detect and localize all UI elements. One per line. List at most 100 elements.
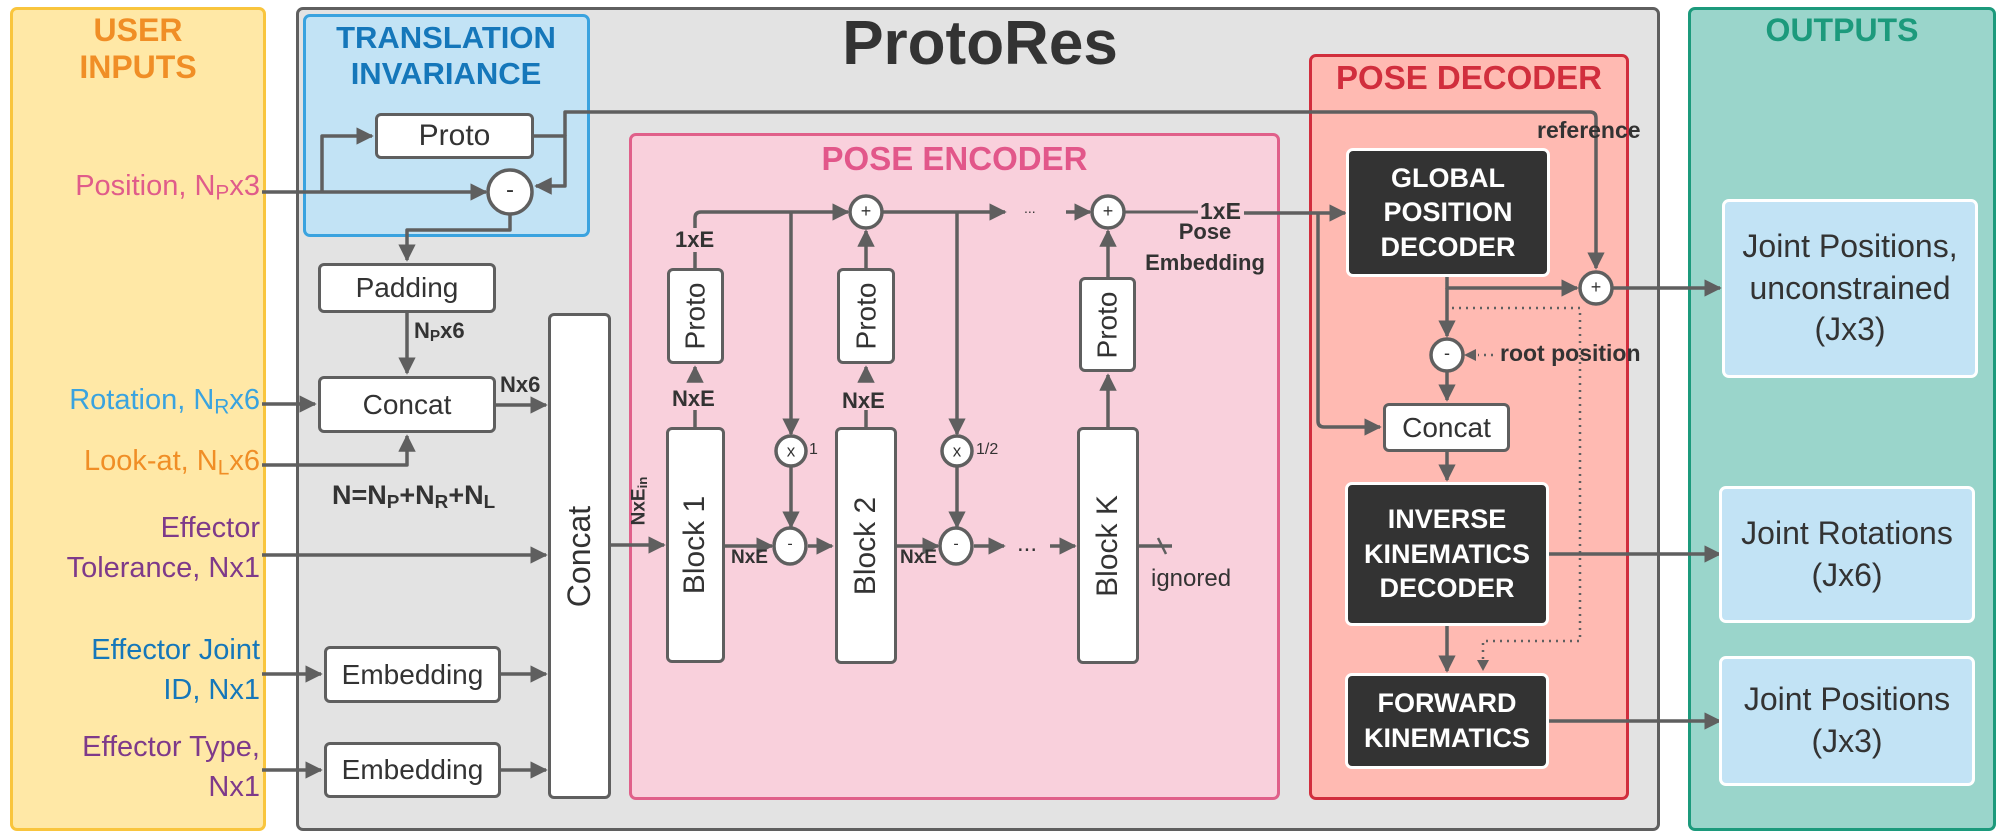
input-joint-id-line2: ID, Nx1 — [163, 674, 260, 706]
proto-k-label: Proto — [1091, 291, 1123, 358]
input-type-line1: Effector Type, — [82, 731, 260, 763]
nxe-in-label: NxEin — [628, 477, 650, 526]
enc-sub-symbol-2: - — [953, 536, 958, 553]
concat-small-label: Concat — [362, 388, 452, 420]
block-k-label: Block K — [1091, 494, 1124, 597]
block-2-label: Block 2 — [849, 496, 883, 595]
dotted-arrowhead-root — [1464, 349, 1476, 361]
input-effector-joint-id-label: Effector Joint ID, Nx1 — [91, 630, 260, 710]
enc-mul-op-2 — [940, 434, 974, 468]
inverse-kinematics-decoder-block: INVERSE KINEMATICS DECODER — [1345, 482, 1549, 626]
concat-small-block: Concat — [318, 376, 496, 433]
input-rotation-tail: x6 — [229, 384, 260, 416]
wire-subtract-to-padding — [398, 214, 512, 262]
wire-proto-to-subtract — [534, 134, 567, 195]
wire-gpd-to-add — [1445, 276, 1579, 297]
output-joint-positions-unconstrained: Joint Positions, unconstrained (Jx3) — [1722, 199, 1978, 378]
dotted-arrowhead-fk — [1477, 660, 1489, 671]
embedding-joint-block: Embedding — [324, 646, 501, 703]
input-tolerance-line1: Effector — [160, 512, 260, 544]
input-lookat-tail: x6 — [229, 445, 260, 477]
user-inputs-title: USER INPUTS — [79, 12, 197, 85]
decoder-concat-block: Concat — [1383, 403, 1510, 452]
reference-label: reference — [1537, 117, 1641, 143]
encoder-block-1: Block 1 — [666, 427, 725, 663]
forward-kinematics-block: FORWARD KINEMATICS — [1345, 673, 1549, 769]
dec-add-symbol: + — [1591, 277, 1602, 297]
dec-subtract-symbol: - — [1444, 343, 1450, 363]
np-x6-main: N — [414, 318, 430, 343]
pose-decoder-title: POSE DECODER — [1336, 59, 1602, 96]
input-position-label: Position, NPx3 — [75, 166, 260, 214]
n-formula-l: L — [483, 491, 496, 513]
n-formula-r: R — [434, 491, 449, 513]
input-rotation-sub: R — [214, 395, 230, 419]
wire-embedding-to-dec-concat — [1316, 213, 1382, 436]
ignored-tick — [1156, 537, 1168, 555]
block-1-label: Block 1 — [678, 495, 712, 595]
proto-2-label: Proto — [850, 282, 881, 350]
np-x6-label: NPx6 — [414, 318, 465, 346]
enc-mul-symbol-2: x — [953, 442, 962, 461]
enc-add-op-k — [1090, 194, 1126, 230]
embedding-type-label: Embedding — [341, 754, 484, 785]
dec-add-op — [1578, 270, 1614, 306]
label-nxe-row2: NxE — [900, 547, 937, 568]
input-lookat-text: Look-at, N — [83, 445, 218, 477]
dotted-root-position-loop — [1452, 306, 1582, 660]
input-effector-tolerance-label: Effector Tolerance, Nx1 — [67, 508, 260, 588]
wire-lookat-to-concat — [262, 434, 416, 467]
input-position-text: Position, N — [75, 170, 216, 202]
output-joint-positions: Joint Positions (Jx3) — [1719, 656, 1975, 786]
ti-proto-block: Proto — [375, 113, 534, 159]
n-formula-plus1: +N — [399, 480, 435, 510]
concat-big-block: Concat — [548, 313, 611, 799]
output-joint-rotations: Joint Rotations (Jx6) — [1719, 486, 1975, 623]
np-x6-tail: x6 — [440, 318, 465, 343]
diagram-title: ProtoRes — [842, 9, 1118, 78]
label-nxe-block1: NxE — [672, 386, 715, 411]
scale-label-1: 1 — [809, 441, 818, 458]
input-rotation-text: Rotation, N — [69, 384, 215, 416]
output-1-label: Joint Positions, unconstrained (Jx3) — [1742, 228, 1958, 348]
enc-add-symbol-1: + — [861, 201, 872, 221]
encoder-block-k: Block K — [1077, 427, 1139, 664]
encoder-proto-k: Proto — [1079, 277, 1136, 372]
root-position-label: root position — [1500, 340, 1641, 366]
enc-add-symbol-k: + — [1103, 201, 1114, 221]
concat-big-label: Concat — [561, 505, 598, 607]
nxe-in-main: NxE — [628, 488, 650, 526]
np-x6-sub: P — [429, 328, 441, 346]
wire-reference — [563, 110, 1605, 270]
wire-position-to-proto — [320, 127, 374, 192]
ikd-label: INVERSE KINEMATICS DECODER — [1364, 504, 1530, 604]
input-joint-id-line1: Effector Joint — [91, 634, 260, 666]
input-effector-type-label: Effector Type, Nx1 — [82, 727, 260, 807]
global-position-decoder-block: GLOBAL POSITION DECODER — [1346, 148, 1550, 277]
nxe-in-sub: in — [635, 476, 651, 489]
n-x6-label: Nx6 — [500, 372, 541, 397]
user-inputs-panel — [10, 7, 266, 831]
encoder-block-2: Block 2 — [835, 427, 897, 664]
pose-encoder-title: POSE ENCODER — [821, 140, 1088, 177]
enc-mul-op-1 — [774, 434, 808, 468]
output-3-label: Joint Positions (Jx3) — [1743, 681, 1951, 759]
output-2-label: Joint Rotations (Jx6) — [1741, 514, 1953, 593]
enc-mul-symbol-1: x — [787, 442, 796, 461]
n-formula-label: N=NP+NR+NL — [332, 480, 495, 514]
input-position-tail: x3 — [229, 170, 260, 202]
scale-label-half: 1/2 — [976, 441, 999, 458]
decoder-concat-label: Concat — [1402, 411, 1491, 443]
dec-subtract-op — [1429, 337, 1465, 373]
outputs-title: OUTPUTS — [1765, 12, 1919, 48]
ellipsis-row: ... — [1017, 530, 1038, 557]
ti-subtract-symbol: - — [506, 177, 514, 204]
padding-label: Padding — [355, 272, 459, 303]
input-lookat-label: Look-at, NLx6 — [84, 441, 260, 489]
output-1xe-label: 1xE — [1200, 198, 1241, 224]
encoder-proto-2: Proto — [837, 268, 895, 364]
padding-block: Padding — [318, 263, 496, 313]
n-formula-plus2: +N — [448, 480, 484, 510]
